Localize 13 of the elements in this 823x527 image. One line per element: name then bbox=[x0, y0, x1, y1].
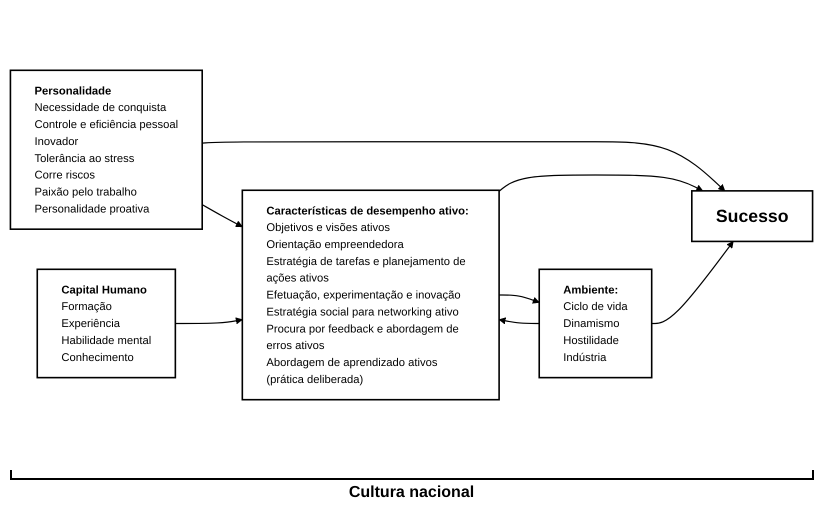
arrow bbox=[175, 317, 243, 324]
arrow bbox=[202, 141, 726, 192]
node-box: Características de desempenho ativo: Objetivos e visões ativos Orientação empreendedora Estratégia de tarefas e planejamento de ações ativos Efetuação, experimentação e inovação Estratégia social para networking ativo Procura por feedback e abordagem de erros ativos Abordagem de aprendizado ativos (prática deliberada) bbox=[242, 189, 500, 400]
node-box: Personalidade Necessidade de conquista Controle e eficiência pessoal Inovador Tolerância ao stress Corre riscos Paixão pelo trabalho Personalidade proativa bbox=[10, 70, 203, 230]
caption-label: Cultura nacional bbox=[348, 484, 474, 502]
arrow bbox=[498, 317, 540, 324]
node-box: Ambiente: Ciclo de vida Dinamismo Hostilidade Indústria bbox=[538, 268, 652, 378]
arrow bbox=[652, 241, 734, 324]
arrow bbox=[498, 174, 704, 192]
node-box: Sucesso bbox=[691, 190, 814, 242]
node-box: Capital Humano Formação Experiência Habilidade mental Conhecimento bbox=[36, 268, 176, 378]
arrow bbox=[499, 294, 540, 304]
arrow bbox=[202, 204, 243, 228]
